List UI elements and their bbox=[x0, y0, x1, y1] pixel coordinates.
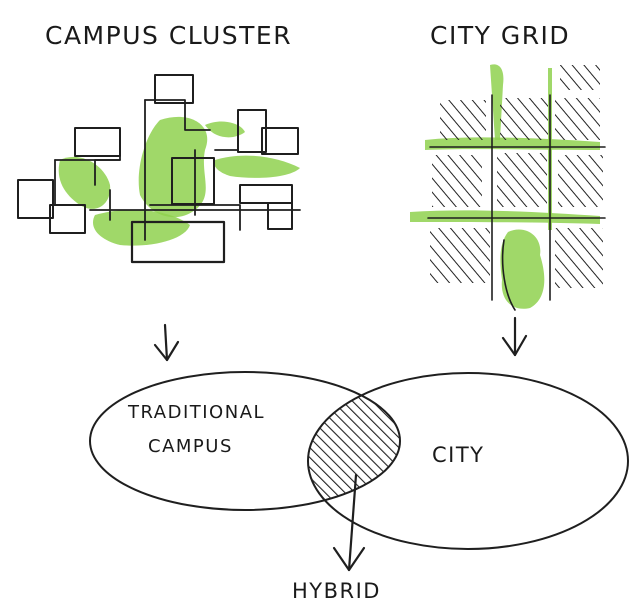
label-traditional: TRADITIONAL bbox=[127, 402, 265, 423]
arrow-campus-down bbox=[153, 323, 180, 362]
label-city: CITY bbox=[432, 443, 485, 467]
title-city-grid: CITY GRID bbox=[430, 21, 570, 50]
label-hybrid: HYBRID bbox=[292, 579, 381, 603]
arrow-hybrid-down bbox=[332, 473, 366, 572]
city-blocks bbox=[430, 65, 603, 288]
label-campus: CAMPUS bbox=[148, 436, 233, 457]
title-campus-cluster: CAMPUS CLUSTER bbox=[45, 21, 292, 50]
campus-outlines bbox=[54, 99, 301, 241]
campus-cluster-sketch bbox=[17, 74, 301, 264]
arrow-city-down bbox=[501, 316, 528, 357]
city-grid-lines bbox=[427, 94, 606, 311]
campus-green-wash bbox=[58, 116, 300, 246]
city-green-streets bbox=[410, 64, 600, 309]
city-grid-sketch bbox=[410, 64, 606, 311]
